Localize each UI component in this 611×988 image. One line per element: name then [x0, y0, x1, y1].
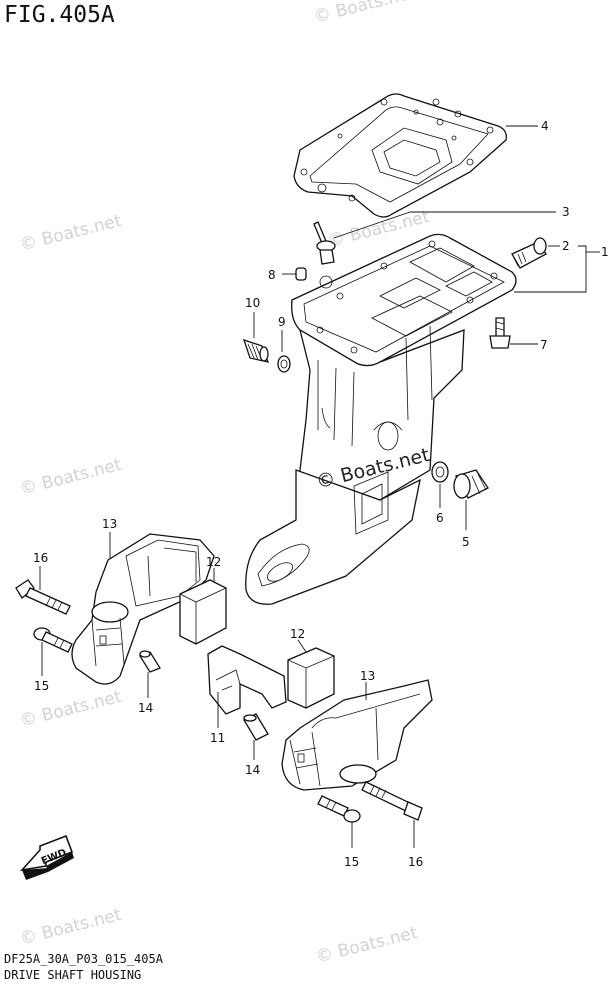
bolt-part-16-lower[interactable]: [361, 781, 423, 821]
forward-direction-icon: FWD: [19, 834, 74, 880]
callout-12-upper: 12: [206, 555, 221, 569]
plug-part[interactable]: [511, 237, 547, 269]
callout-3: 3: [562, 205, 570, 219]
callout-2: 2: [562, 239, 570, 253]
callout-1: 1: [601, 245, 609, 259]
mount-rubber-lower[interactable]: [287, 647, 335, 709]
plug-part-5[interactable]: [453, 469, 489, 499]
mount-bracket-part-11[interactable]: [207, 645, 287, 715]
drive-shaft-housing[interactable]: [245, 233, 517, 605]
callout-7: 7: [540, 338, 548, 352]
figure-name: DRIVE SHAFT HOUSING: [4, 968, 142, 982]
callout-6: 6: [436, 511, 444, 525]
callout-5: 5: [462, 535, 470, 549]
figure-title: FIG.405A: [4, 2, 115, 28]
callout-13-upper: 13: [102, 517, 117, 531]
washer-part-9[interactable]: [277, 355, 291, 373]
figure-code: DF25A_30A_P03_015_405A: [4, 952, 163, 966]
mount-bracket-upper[interactable]: [71, 533, 215, 685]
washer-part-6[interactable]: [431, 461, 449, 483]
plug-part-10[interactable]: [242, 338, 270, 363]
callout-14-upper: 14: [138, 701, 153, 715]
mount-rubber-upper[interactable]: [179, 579, 227, 645]
mount-bracket-lower[interactable]: [281, 679, 433, 791]
callout-16-upper: 16: [33, 551, 48, 565]
callout-4: 4: [541, 119, 549, 133]
pin-part[interactable]: [313, 221, 336, 265]
callout-9: 9: [278, 315, 286, 329]
callout-16-lower: 16: [408, 855, 423, 869]
callout-15-lower: 15: [344, 855, 359, 869]
bolt-part-15-upper[interactable]: [33, 627, 73, 653]
callout-14-lower: 14: [245, 763, 260, 777]
pin-part-14-upper[interactable]: [139, 650, 161, 673]
callout-11: 11: [210, 731, 225, 745]
callout-13-lower: 13: [360, 669, 375, 683]
bolt-part-7[interactable]: [489, 317, 511, 349]
bolt-part-15-lower[interactable]: [317, 795, 361, 823]
bolt-part-16-upper[interactable]: [15, 579, 71, 615]
callout-8: 8: [268, 268, 276, 282]
callout-15-upper: 15: [34, 679, 49, 693]
callout-12-lower: 12: [290, 627, 305, 641]
pin-part-14-lower[interactable]: [243, 713, 269, 741]
gasket-part[interactable]: [293, 93, 507, 218]
dowel-part[interactable]: [295, 267, 307, 281]
callout-10: 10: [245, 296, 260, 310]
